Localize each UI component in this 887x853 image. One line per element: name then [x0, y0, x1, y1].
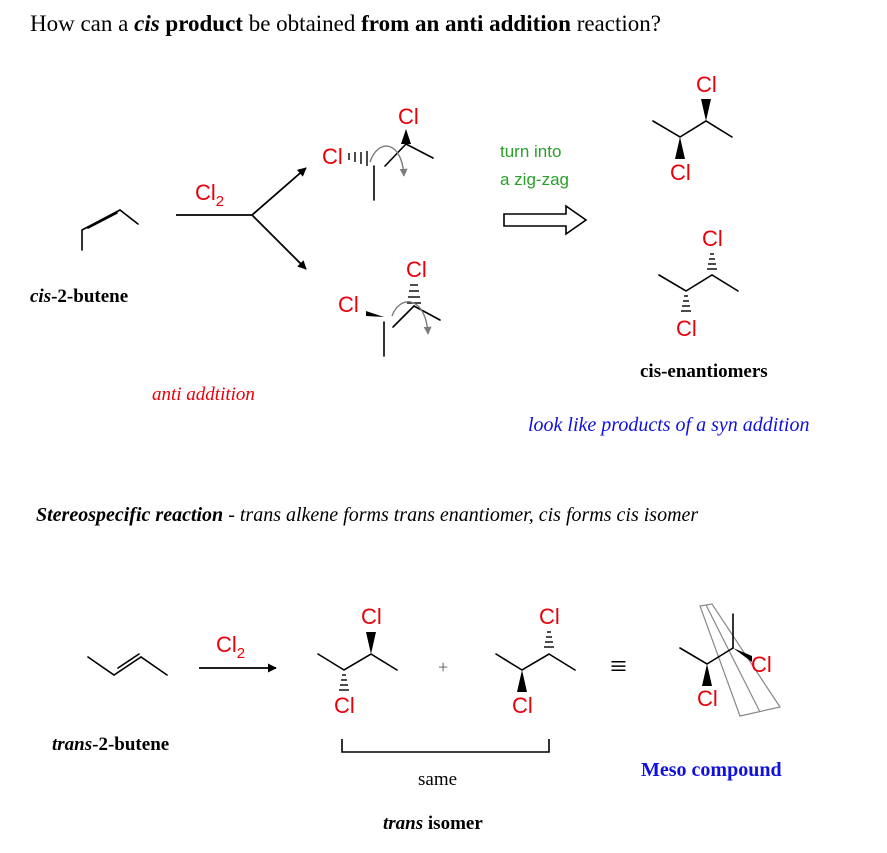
cl-label: Cl [361, 604, 382, 629]
trans-2-butene-label: trans-2-butene [52, 734, 169, 755]
cis-enantiomers-label: cis-enantiomers [640, 361, 768, 382]
cl-label: Cl [670, 160, 691, 185]
title-part-cis: cis [134, 11, 160, 36]
page-title: How can a cis product be obtained from a… [30, 11, 661, 36]
zigzag-enantiomer-upper: Cl Cl [652, 72, 733, 185]
cl-label: Cl [751, 652, 772, 677]
trans-product-2: Cl Cl [495, 604, 576, 718]
cl-label: Cl [697, 686, 718, 711]
cl-label: Cl [322, 144, 343, 169]
cl-label: Cl [338, 292, 359, 317]
hollow-transform-arrow [503, 204, 588, 236]
title-part-1: How can a [30, 11, 134, 36]
cl-label: Cl [676, 316, 697, 341]
forked-reaction-arrow [176, 167, 307, 270]
cl-label: Cl [398, 104, 419, 129]
equivalence-sign: ≡ [610, 650, 627, 683]
zigzag-enantiomer-lower: Cl Cl [658, 226, 739, 341]
mirror-plane [699, 603, 781, 717]
cis-2-butene-label: cis-2-butene [30, 286, 128, 307]
title-part-4: be obtained [243, 11, 361, 36]
zig-zag-label: a zig-zag [500, 170, 569, 189]
cl-label: Cl [406, 257, 427, 282]
trans-isomer-label: trans isomer [383, 813, 483, 834]
cl-label: Cl [696, 72, 717, 97]
title-part-anti: from an anti addition [361, 11, 571, 36]
cis-2-butene-structure [81, 209, 139, 251]
cl-label: Cl [539, 604, 560, 629]
cl-label: Cl [702, 226, 723, 251]
same-bracket [341, 739, 550, 753]
title-part-product: product [160, 11, 244, 36]
sawhorse-product-upper: Cl Cl [322, 104, 434, 201]
cl-label: Cl [334, 693, 355, 718]
meso-compound-structure: Cl Cl [679, 603, 781, 717]
trans-product-1: Cl Cl [317, 604, 398, 718]
syn-addition-note: look like products of a syn addition [528, 414, 809, 436]
reagent-cl2-top: Cl2 [195, 180, 224, 210]
cl-label: Cl [512, 693, 533, 718]
stereospecific-statement: Stereospecific reaction - trans alkene f… [36, 504, 698, 526]
trans-2-butene-structure [87, 653, 168, 676]
meso-compound-label: Meso compound [641, 759, 782, 781]
same-label: same [418, 769, 457, 790]
turn-into-label: turn into [500, 142, 561, 161]
title-part-6: reaction? [571, 11, 661, 36]
sawhorse-product-lower: Cl Cl [338, 257, 441, 357]
anti-addition-label: anti addtition [152, 384, 255, 405]
reagent-cl2-bottom: Cl2 [216, 632, 245, 662]
plus-sign: + [438, 657, 448, 677]
